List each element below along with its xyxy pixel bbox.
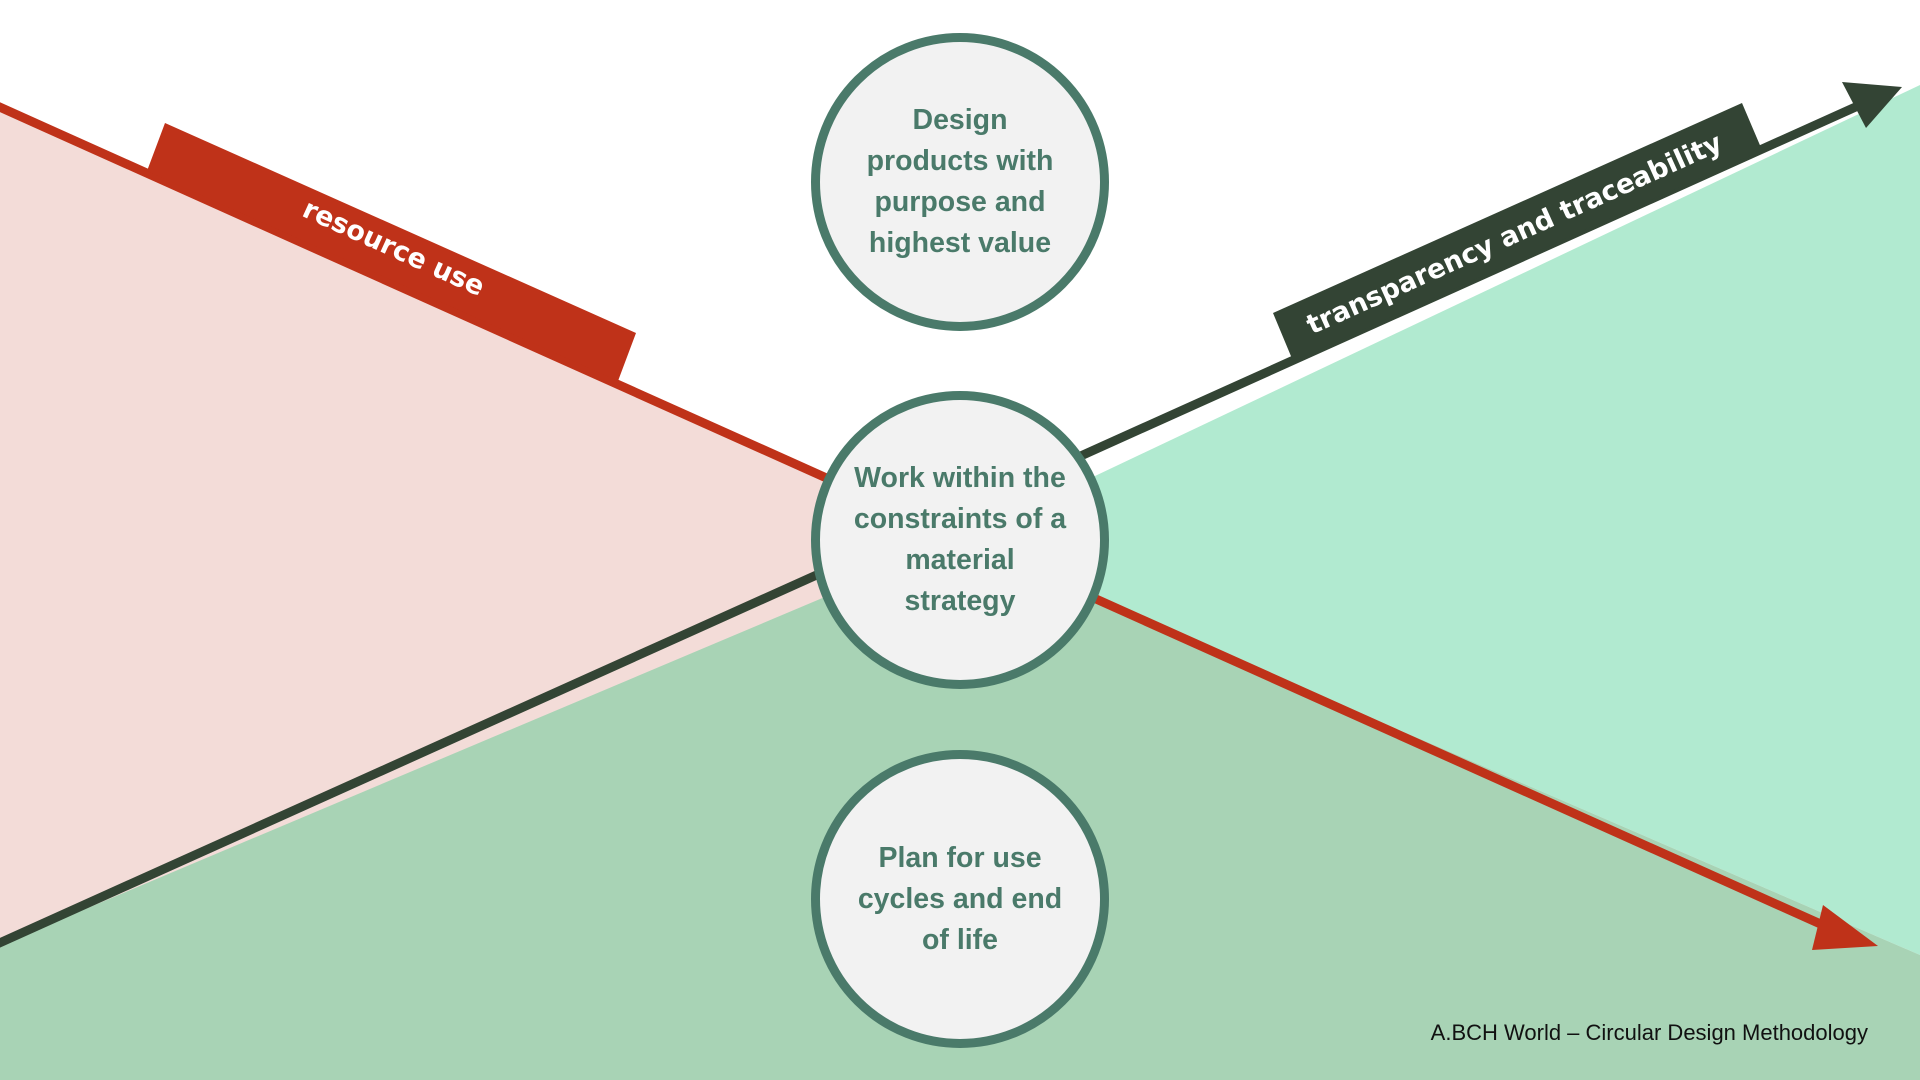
left-region bbox=[0, 105, 960, 975]
design-purpose-text: Design products with purpose and highest… bbox=[866, 104, 1054, 259]
material-strategy-circle: Work within the constraints of a materia… bbox=[811, 391, 1109, 689]
right-region bbox=[960, 85, 1920, 955]
dark-arrowhead bbox=[1842, 82, 1902, 128]
use-cycles-circle: Plan for use cycles and end of life bbox=[811, 750, 1109, 1048]
material-strategy-text: Work within the constraints of a materia… bbox=[853, 462, 1067, 617]
design-purpose-circle: Design products with purpose and highest… bbox=[811, 33, 1109, 331]
use-cycles-text: Plan for use cycles and end of life bbox=[857, 841, 1063, 956]
red-arrowhead bbox=[1812, 905, 1878, 950]
footer-credit: A.BCH World – Circular Design Methodolog… bbox=[1430, 1020, 1868, 1045]
